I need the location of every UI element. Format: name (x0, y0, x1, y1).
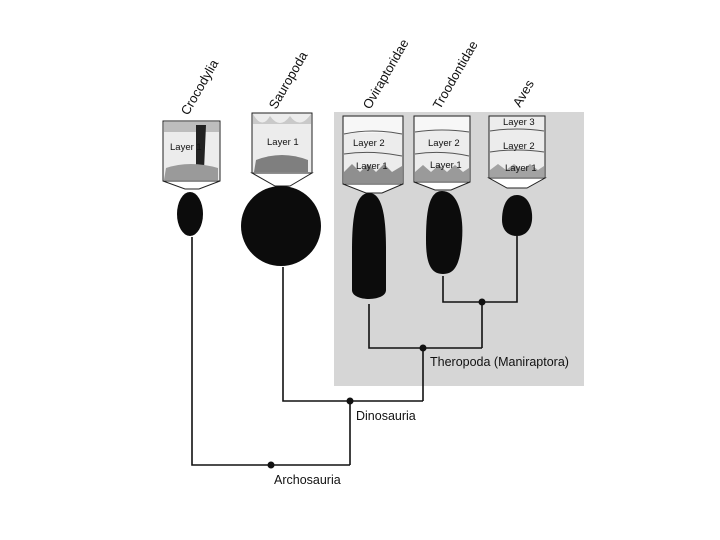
shell-layer-label: Layer 2 (503, 141, 535, 152)
shell-layer-label: Layer 1 (430, 160, 462, 171)
node-archosauria (268, 462, 275, 469)
shell-layer-label: Layer 1 (170, 142, 202, 153)
node-troodontidae-aves (479, 299, 486, 306)
shell-layer-label: Layer 2 (353, 138, 385, 149)
egg-crocodylia (177, 192, 203, 236)
taxon-label-troodontidae: Troodontidae (430, 38, 481, 111)
clade-label-theropoda: Theropoda (Maniraptora) (430, 355, 569, 369)
egg-aves (502, 195, 532, 236)
shell-layer-label: Layer 1 (267, 137, 299, 148)
shell-panel-troodontidae: Layer 2 Layer 1 (414, 116, 470, 190)
taxon-label-sauropoda: Sauropoda (266, 48, 311, 111)
egg-oviraptoridae (352, 193, 386, 299)
shell-panel-crocodylia: Layer 1 (163, 121, 220, 189)
shell-layer-label: Layer 2 (428, 138, 460, 149)
node-dinosauria (347, 398, 354, 405)
clade-label-dinosauria: Dinosauria (356, 409, 416, 423)
branch-archosauria (192, 237, 350, 465)
taxon-label-oviraptoridae: Oviraptoridae (360, 36, 412, 111)
taxon-label-crocodylia: Crocodylia (178, 56, 222, 117)
shell-layer-label: Layer 1 (505, 163, 537, 174)
taxon-label-aves: Aves (510, 77, 538, 110)
shell-panel-oviraptoridae: Layer 2 Layer 1 (343, 116, 403, 193)
egg-troodontidae (426, 191, 462, 274)
shell-layer-label: Layer 3 (503, 117, 535, 128)
shell-panel-aves: Layer 3 Layer 2 Layer 1 (489, 116, 545, 188)
shell-layer-label: Layer 1 (356, 161, 388, 172)
clade-label-archosauria: Archosauria (274, 473, 341, 487)
shell-panel-sauropoda: Layer 1 (252, 113, 312, 186)
egg-sauropoda (241, 186, 321, 266)
node-theropoda (420, 345, 427, 352)
